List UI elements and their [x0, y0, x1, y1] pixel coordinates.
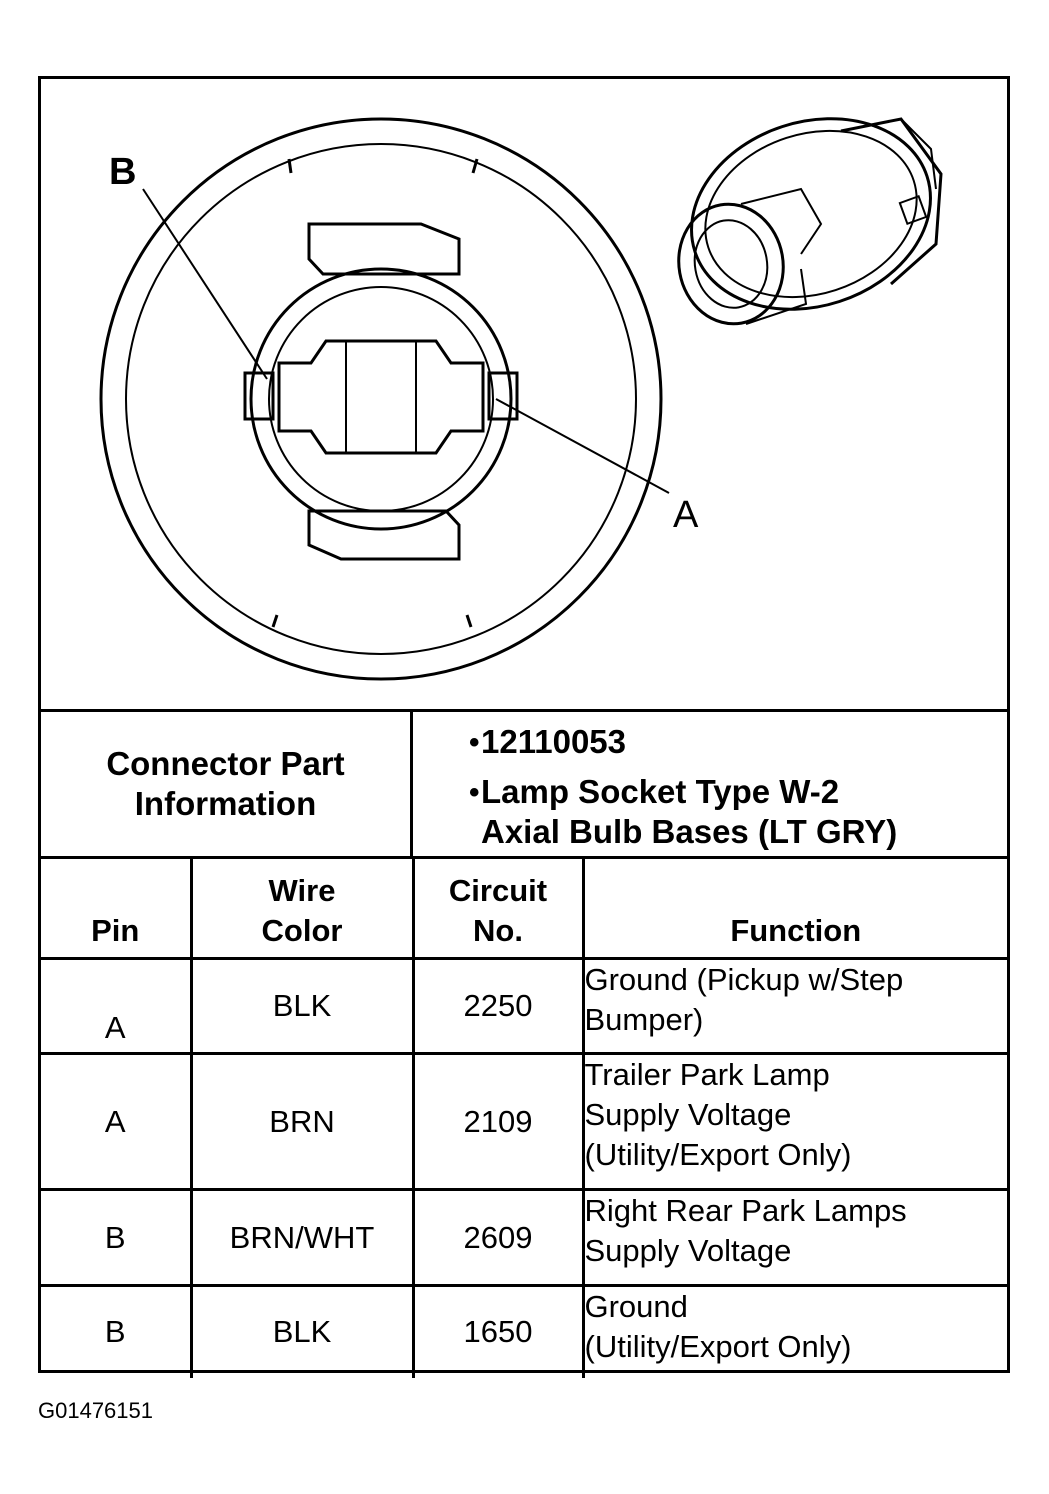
- wire-color-cell: BRN/WHT: [189, 1188, 415, 1287]
- terminal-b: [243, 371, 275, 421]
- table-row: B BRN/WHT 2609 Right Rear Park Lamps Sup…: [41, 1188, 1007, 1287]
- circuit-cell: 1650: [411, 1284, 585, 1378]
- socket-bore-ring: [249, 267, 513, 531]
- function-cell: Ground (Pickup w/Step Bumper): [581, 957, 1007, 1055]
- bulb-key-slot: [277, 339, 485, 455]
- table-row: A BLK 2250 Ground (Pickup w/Step Bumper): [41, 957, 1007, 1055]
- bulb-key-centre: [345, 341, 417, 453]
- header-function: Function: [581, 859, 1007, 960]
- wire-color-cell: BRN: [189, 1052, 415, 1191]
- callout-b-leader: [142, 188, 268, 380]
- pin-cell: B: [41, 1188, 193, 1287]
- callout-a-leader: [495, 398, 670, 494]
- header-pin: Pin: [41, 859, 193, 960]
- connector-part-number: 12110053: [481, 723, 627, 760]
- header-circuit: Circuit No.: [411, 859, 585, 960]
- function-cell: Right Rear Park Lamps Supply Voltage: [581, 1188, 1007, 1287]
- wire-color-cell: BLK: [189, 1284, 415, 1378]
- circuit-cell: 2109: [411, 1052, 585, 1191]
- connector-figure: B A Connector Part Information • 1211005…: [38, 76, 1010, 1378]
- header-wire-color: Wire Color: [189, 859, 415, 960]
- bullet-icon: •: [469, 726, 480, 759]
- rim-notch-top: [287, 158, 479, 174]
- wire-color-cell: BLK: [189, 957, 415, 1055]
- function-cell: Ground (Utility/Export Only): [581, 1284, 1007, 1378]
- table-row: B BLK 1650 Ground (Utility/Export Only): [41, 1284, 1007, 1378]
- socket-bore-ring-inner: [268, 286, 494, 512]
- locking-tab-top: [307, 222, 461, 276]
- pin-cell: A: [41, 957, 193, 1055]
- terminal-a: [487, 371, 519, 421]
- table-row: A BRN 2109 Trailer Park Lamp Supply Volt…: [41, 1052, 1007, 1191]
- connector-face-diagram: B A: [41, 79, 1007, 709]
- function-cell: Trailer Park Lamp Supply Voltage (Utilit…: [581, 1052, 1007, 1191]
- connector-info-list: • 12110053 • Lamp Socket Type W-2 Axial …: [413, 712, 1007, 856]
- connector-description: Lamp Socket Type W-2 Axial Bulb Bases (L…: [481, 773, 898, 850]
- pin-cell: A: [41, 1052, 193, 1191]
- pinout-header-row: Pin Wire Color Circuit No. Function: [41, 859, 1007, 960]
- pin-cell: B: [41, 1284, 193, 1378]
- socket-perspective-view: [677, 117, 943, 326]
- figure-id: G01476151: [38, 1398, 153, 1423]
- callout-b-label: B: [109, 151, 136, 193]
- socket-inner-ring: [125, 143, 637, 655]
- bullet-icon: •: [469, 776, 480, 809]
- pinout-table: Pin Wire Color Circuit No. Function A BL…: [41, 859, 1007, 1378]
- callout-a-label: A: [673, 494, 699, 536]
- rim-notch-bottom: [271, 614, 473, 628]
- connector-info-label: Connector Part Information: [41, 712, 413, 856]
- circuit-cell: 2609: [411, 1188, 585, 1287]
- socket-outer-ring: [99, 117, 663, 681]
- circuit-cell: 2250: [411, 957, 585, 1055]
- connector-part-information: Connector Part Information • 12110053 • …: [41, 709, 1007, 859]
